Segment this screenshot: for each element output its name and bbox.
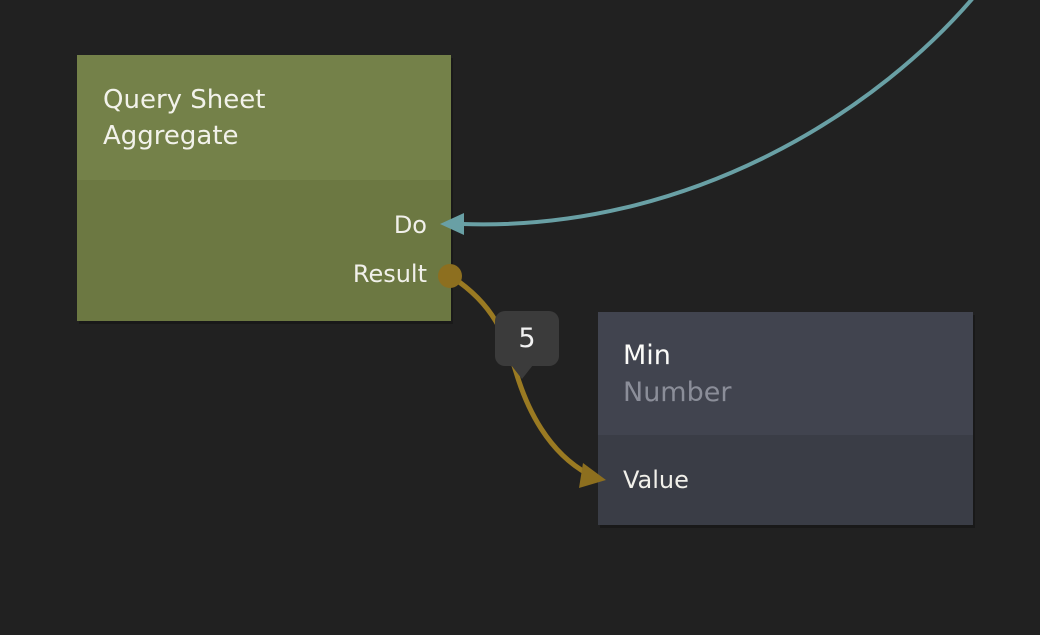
node-subtitle: Number — [623, 376, 732, 408]
port-do-label: Do — [393, 210, 427, 239]
node-query-sheet-aggregate[interactable]: Query Sheet Aggregate Do Result — [77, 55, 451, 321]
node-min-header[interactable]: Min Number — [598, 312, 973, 435]
edge-value-badge-text: 5 — [518, 323, 536, 354]
port-result[interactable]: Result — [77, 249, 451, 298]
port-result-label: Result — [352, 259, 427, 288]
node-query-sheet-aggregate-header[interactable]: Query Sheet Aggregate — [77, 55, 451, 180]
edge-value-badge-pointer-icon — [511, 365, 533, 379]
node-title: Query Sheet Aggregate — [103, 84, 266, 151]
port-value[interactable]: Value — [598, 455, 973, 504]
port-do[interactable]: Do — [77, 200, 451, 249]
port-value-label: Value — [623, 465, 689, 494]
edge-value-badge: 5 — [495, 311, 559, 379]
node-title: Min — [623, 339, 671, 371]
node-min[interactable]: Min Number Value — [598, 312, 973, 525]
node-query-sheet-aggregate-body: Do Result — [77, 180, 451, 321]
edge-exec-in[interactable] — [460, 0, 978, 227]
node-min-body: Value — [598, 435, 973, 525]
